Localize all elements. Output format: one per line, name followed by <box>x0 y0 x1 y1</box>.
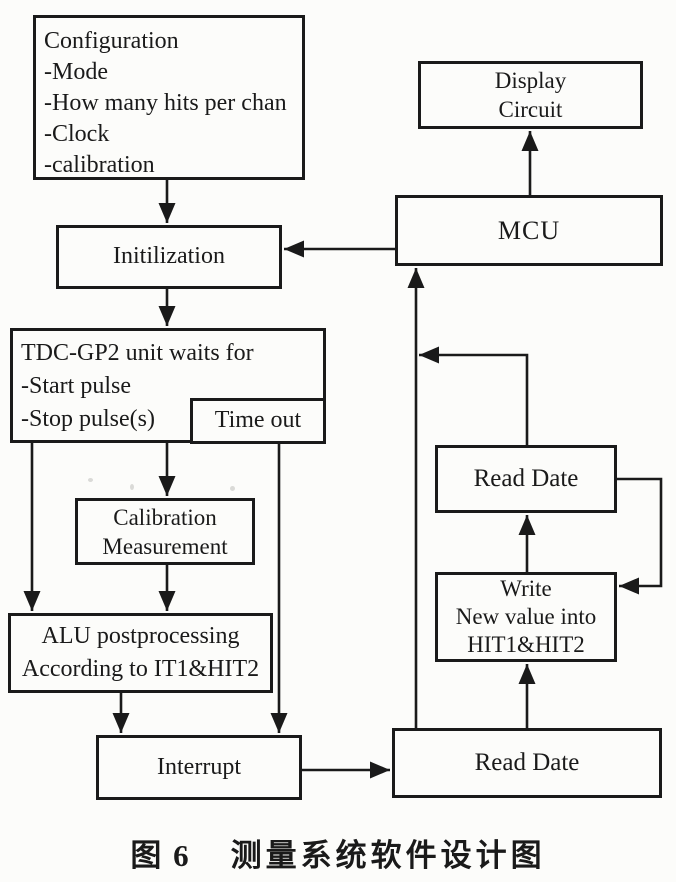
node-interrupt: Interrupt <box>96 735 302 800</box>
figure-caption-title: 测量系统软件设计图 <box>230 838 546 873</box>
node-configuration-line: -Mode <box>44 59 108 85</box>
node-mcu-label: MCU <box>497 215 561 245</box>
node-configuration-line: -How many hits per chan <box>44 90 287 116</box>
edge-read-data-top-to-mcu-line-arrow <box>419 346 529 445</box>
node-calibration-measurement-line: Measurement <box>102 533 228 559</box>
node-tdc-gp2-wait-line: TDC-GP2 unit waits for <box>21 340 254 366</box>
node-read-data-bottom-label: Read Date <box>474 748 580 776</box>
scan-noise-speck <box>130 484 134 490</box>
node-write-new-value-line: Write <box>500 576 552 601</box>
edge-read-data-top-to-write-loop-arrow <box>617 477 663 595</box>
node-read-data-top-label: Read Date <box>473 464 579 492</box>
node-display-circuit: Display Circuit <box>418 61 643 129</box>
scan-noise-speck <box>230 486 235 491</box>
node-tdc-gp2-wait-line: -Start pulse <box>21 373 131 399</box>
node-configuration-line: -Clock <box>44 121 110 147</box>
node-initialization: Initilization <box>56 225 282 289</box>
node-write-new-value-line: HIT1&HIT2 <box>467 632 585 657</box>
figure-caption-number: 图 6 <box>130 838 191 873</box>
node-display-circuit-line: Circuit <box>498 97 563 122</box>
node-read-data-bottom: Read Date <box>392 728 662 798</box>
node-write-new-value-line: New value into <box>455 604 597 629</box>
node-mcu: MCU <box>395 195 663 266</box>
node-configuration: Configuration -Mode -How many hits per c… <box>33 15 305 180</box>
node-calibration-measurement-line: Calibration <box>113 504 217 530</box>
node-alu-postprocessing-line: According to IT1&HIT2 <box>21 656 260 682</box>
node-alu-postprocessing: ALU postprocessing According to IT1&HIT2 <box>8 613 273 693</box>
node-tdc-gp2-wait-line: -Stop pulse(s) <box>21 406 155 432</box>
figure-caption: 图 6 测量系统软件设计图 <box>0 830 676 875</box>
node-tdc-gp2-wait: TDC-GP2 unit waits for -Start pulse -Sto… <box>10 328 326 443</box>
node-time-out: Time out <box>190 398 326 444</box>
node-calibration-measurement: Calibration Measurement <box>75 498 255 565</box>
scan-noise-speck <box>88 478 93 482</box>
node-time-out-label: Time out <box>214 407 302 434</box>
node-initialization-label: Initilization <box>113 243 225 270</box>
node-write-new-value: Write New value into HIT1&HIT2 <box>435 572 617 662</box>
node-alu-postprocessing-line: ALU postprocessing <box>41 623 240 649</box>
node-interrupt-label: Interrupt <box>157 753 241 780</box>
node-read-data-top: Read Date <box>435 445 617 513</box>
node-configuration-line: Configuration <box>44 28 179 54</box>
node-configuration-line: -calibration <box>44 152 155 178</box>
node-display-circuit-line: Display <box>494 68 567 93</box>
